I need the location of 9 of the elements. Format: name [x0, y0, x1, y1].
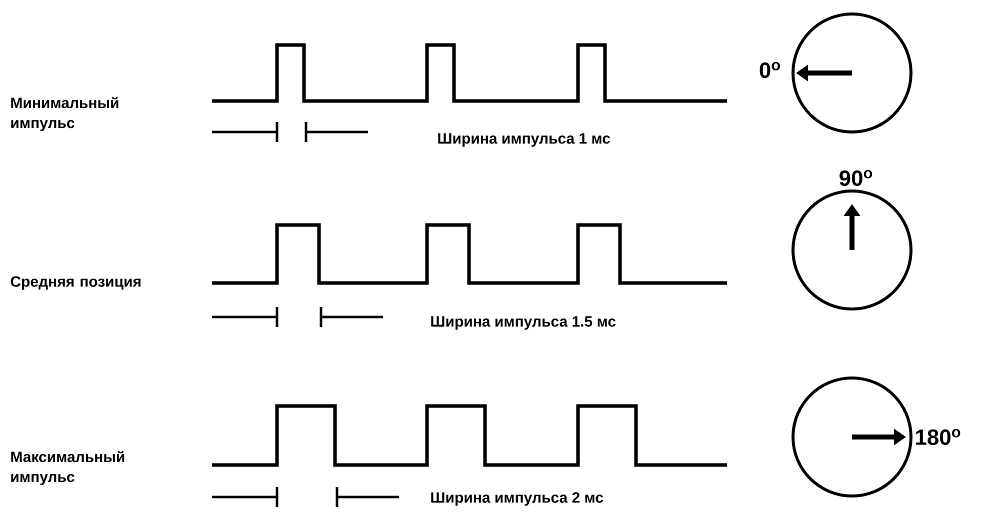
pulse-width-label: Ширина импульса 1 мс	[438, 133, 610, 147]
row-label: Средняя позиция	[10, 276, 140, 290]
pulse-width-label: Ширина импульса 1.5 мс	[431, 316, 616, 330]
row-label: Максимальный импульс	[11, 450, 124, 486]
node-label: 0$^{o}$	[760, 62, 780, 78]
node-label: 180$^{o}$	[916, 428, 960, 446]
node-label: 90$^{o}$	[840, 170, 872, 186]
row-label: Минимальный импульс	[11, 96, 118, 132]
pulse-width-label: Ширина импульса 2 мс	[431, 492, 604, 506]
